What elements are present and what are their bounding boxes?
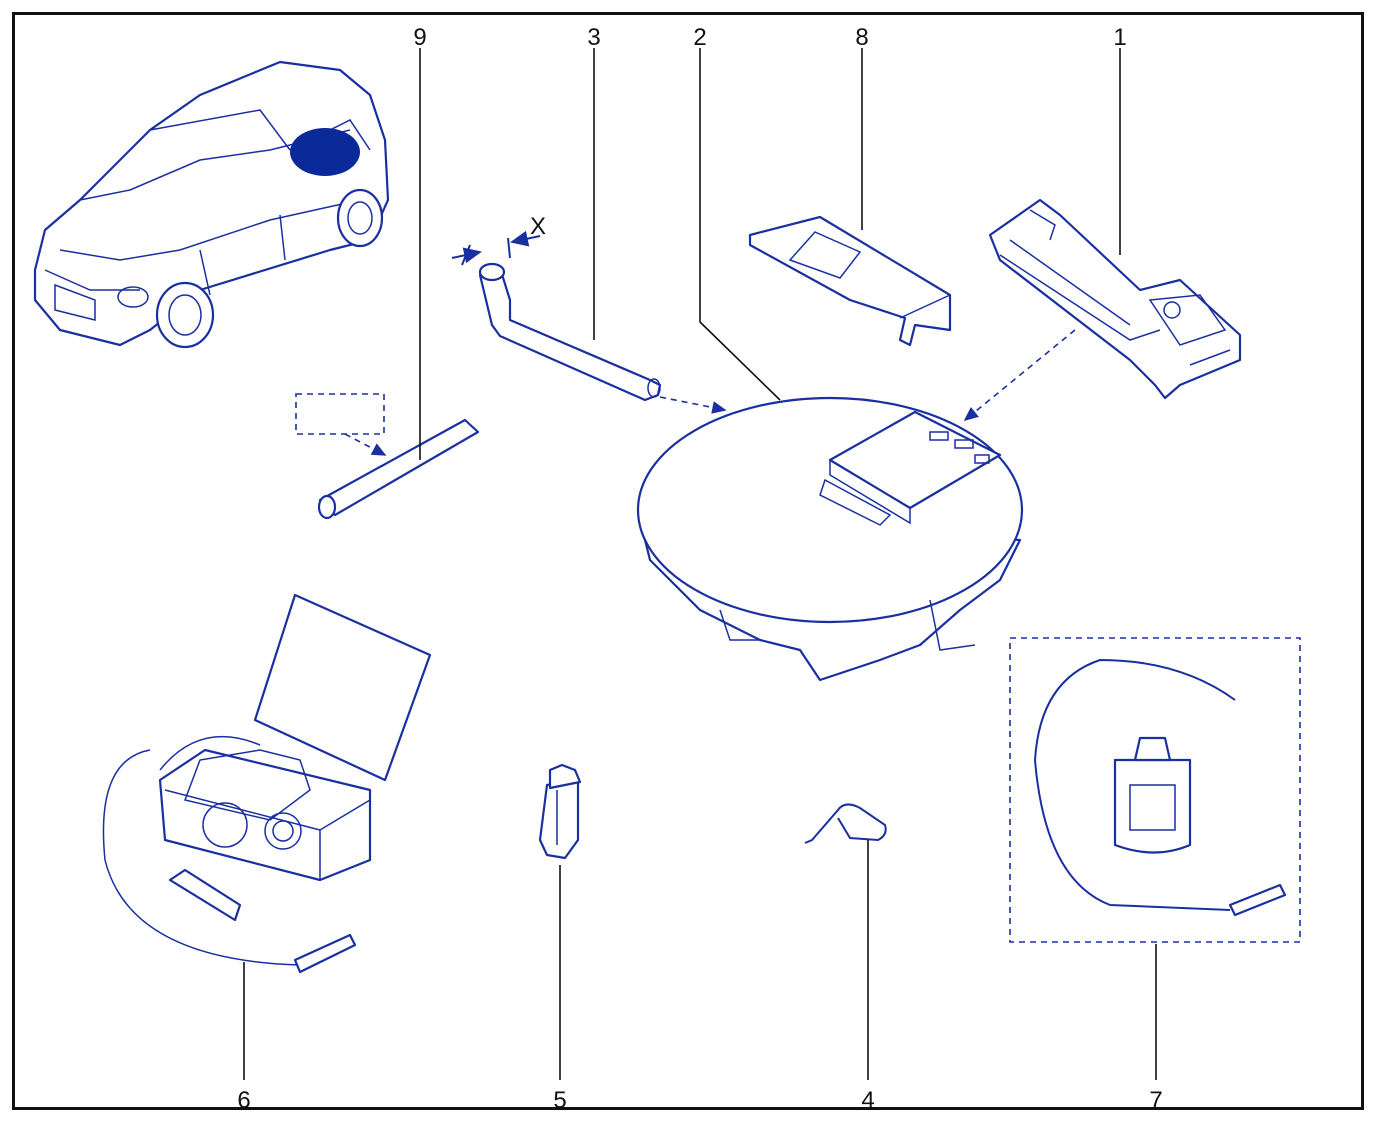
dimension-x-label: X [530,213,546,240]
callout-7: 7 [1149,1087,1162,1114]
towing-eye-key [804,803,887,844]
compressor-kit [102,593,432,974]
spare-wheel-cover [636,329,1076,682]
callout-4: 4 [861,1087,874,1114]
sealant-bottle-kit [1009,637,1301,943]
callout-8: 8 [855,24,868,51]
callout-5: 5 [553,1087,566,1114]
callout-2: 2 [693,24,706,51]
callout-1: 1 [1113,24,1126,51]
car-illustration [33,60,390,349]
jack-support-wedge [748,215,952,347]
callout-3: 3 [587,24,600,51]
jack-illustration [988,198,1242,400]
highlight-dot [290,128,360,176]
socket-adapter [538,763,582,860]
leader-lines [243,48,1157,1080]
wheel-brace: X [451,213,662,402]
callout-6: 6 [237,1087,250,1114]
extension-tube [295,393,480,520]
callout-9: 9 [413,24,426,51]
